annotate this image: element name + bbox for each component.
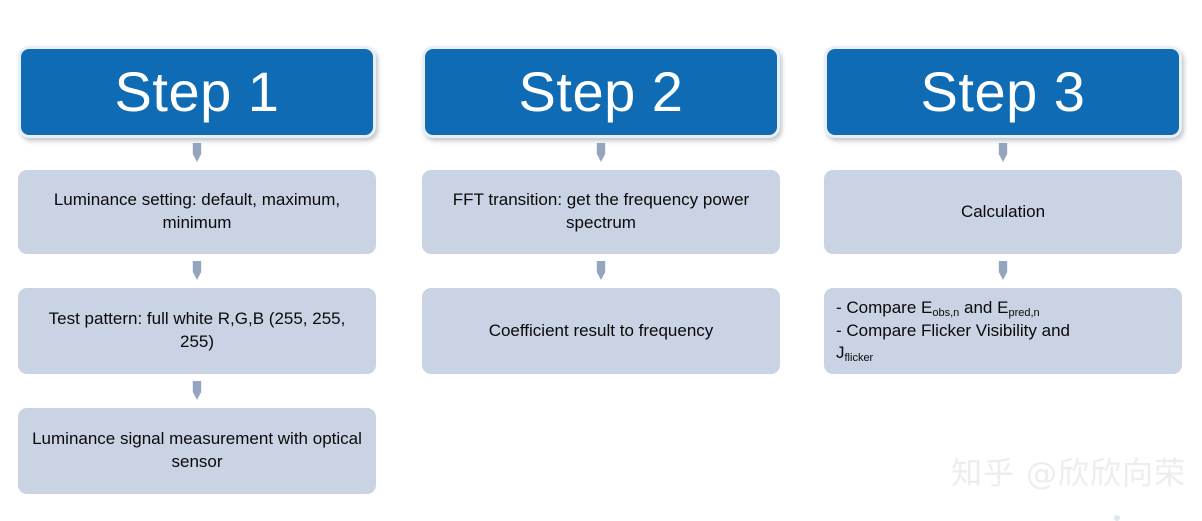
step-box-compare-metrics-label: - Compare Eobs,n and Epred,n- Compare Fl… [836,297,1170,366]
step-header-3-label: Step 3 [920,60,1086,123]
arrow-down-icon [998,143,1008,162]
inline-text: J [836,343,845,363]
watermark-dot-icon [1114,515,1120,521]
step-box-luminance-signal[interactable]: Luminance signal measurement with optica… [18,408,376,494]
arrow-down-icon [596,261,606,280]
step-header-3[interactable]: Step 3 [824,46,1182,138]
step-header-2-label: Step 2 [518,60,684,123]
watermark-zhihu: 知乎 @欣欣向荣 [951,456,1186,492]
step-box-fft-transition-label: FFT transition: get the frequency power … [452,190,750,232]
step-header-1-label: Step 1 [114,60,280,123]
inline-text: - Compare Flicker Visibility and [836,320,1070,340]
subscript-text: flicker [844,352,874,365]
step-box-luminance-signal-label: Luminance signal measurement with optica… [32,429,362,471]
step-box-coefficient-result-label: Coefficient result to frequency [488,320,714,340]
step-header-1[interactable]: Step 1 [18,46,376,138]
arrow-down-icon [998,261,1008,280]
step-box-fft-transition[interactable]: FFT transition: get the frequency power … [422,170,780,254]
step-box-luminance-setting-label: Luminance setting: default, maximum, min… [53,190,341,232]
inline-text: and E [959,297,1009,317]
inline-text: - Compare E [836,297,933,317]
arrow-down-icon [192,143,202,162]
step-box-luminance-setting[interactable]: Luminance setting: default, maximum, min… [18,170,376,254]
step-header-2[interactable]: Step 2 [422,46,780,138]
step-box-calculation[interactable]: Calculation [824,170,1182,254]
arrow-down-icon [192,381,202,400]
step-box-coefficient-result[interactable]: Coefficient result to frequency [422,288,780,374]
arrow-down-icon [192,261,202,280]
subscript-text: obs,n [932,306,960,319]
step-box-calculation-label: Calculation [960,201,1046,221]
step-box-test-pattern-label: Test pattern: full white R,G,B (255, 255… [48,309,346,351]
step-box-test-pattern[interactable]: Test pattern: full white R,G,B (255, 255… [18,288,376,374]
compare-metrics-line: - Compare Flicker Visibility and [836,320,1170,343]
subscript-text: pred,n [1008,306,1040,319]
arrow-down-icon [596,143,606,162]
compare-metrics-line: - Compare Eobs,n and Epred,n [836,297,1170,320]
step-box-compare-metrics[interactable]: - Compare Eobs,n and Epred,n- Compare Fl… [824,288,1182,374]
compare-metrics-line: Jflicker [836,342,1170,365]
